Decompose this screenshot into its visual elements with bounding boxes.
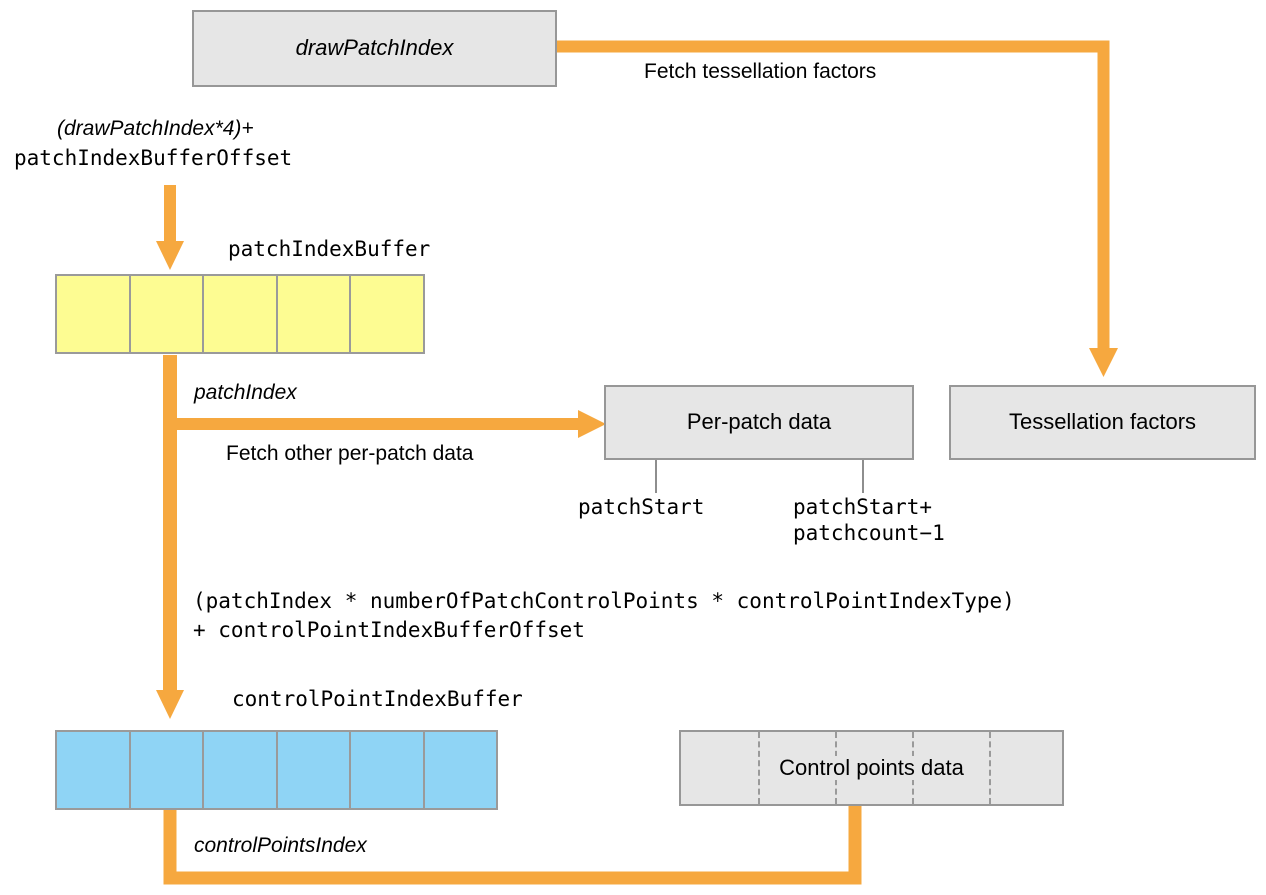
- patch-start-label: patchStart: [578, 495, 705, 519]
- patch-index-buffer-cell: [351, 276, 423, 352]
- control-point-offset-line2: + controlPointIndexBufferOffset: [193, 618, 585, 642]
- control-point-index-buffer: [55, 730, 498, 810]
- tessellation-factors-box: Tessellation factors: [949, 385, 1256, 460]
- control-point-index-buffer-title: controlPointIndexBuffer: [232, 687, 523, 711]
- patch-end-tick: [862, 460, 864, 493]
- patch-index-buffer-cell: [277, 276, 352, 352]
- connector-patch-index-trunk: [156, 355, 184, 719]
- control-points-data-box: Control points data: [679, 730, 1064, 806]
- control-points-data-label: Control points data: [775, 755, 968, 781]
- connector-fetch-tessellation-factors: [557, 40, 1118, 377]
- draw-patch-index-label: drawPatchIndex: [295, 35, 454, 61]
- patch-index-buffer-cell: [130, 276, 205, 352]
- connector-fetch-other-per-patch-data: [170, 410, 606, 438]
- control-points-index-label: controlPointsIndex: [194, 834, 367, 857]
- control-point-index-buffer-cell: [277, 732, 351, 808]
- patch-start-tick: [655, 460, 657, 493]
- fetch-other-per-patch-data-label: Fetch other per-patch data: [226, 442, 474, 465]
- draw-patch-index-box: drawPatchIndex: [192, 10, 557, 87]
- patch-end-label-line1: patchStart+: [793, 495, 933, 519]
- patch-index-buffer-title: patchIndexBuffer: [228, 237, 431, 261]
- patch-index-buffer-offset-line2: patchIndexBufferOffset: [14, 146, 293, 170]
- control-point-index-buffer-cell: [351, 732, 425, 808]
- control-point-index-buffer-cell: [204, 732, 278, 808]
- control-point-offset-line1: (patchIndex * numberOfPatchControlPoints…: [193, 589, 1015, 613]
- patch-index-buffer: [55, 274, 425, 354]
- patch-index-label: patchIndex: [194, 381, 297, 404]
- patch-index-buffer-cell: [204, 276, 278, 352]
- draw-patch-index-offset-line1: (drawPatchIndex*4)+: [57, 117, 254, 140]
- control-points-data-divider: [989, 732, 991, 804]
- per-patch-data-label: Per-patch data: [686, 409, 832, 435]
- patch-index-buffer-cell: [57, 276, 131, 352]
- control-point-index-buffer-cell: [57, 732, 131, 808]
- connector-patch-index-buffer-offset: [156, 185, 184, 270]
- control-point-index-buffer-cell: [424, 732, 496, 808]
- control-point-index-buffer-cell: [130, 732, 204, 808]
- control-points-data-divider: [758, 732, 760, 804]
- per-patch-data-box: Per-patch data: [604, 385, 914, 460]
- patch-end-label-line2: patchcount−1: [793, 521, 945, 545]
- tessellation-factors-label: Tessellation factors: [1008, 409, 1197, 435]
- fetch-tessellation-factors-label: Fetch tessellation factors: [644, 60, 877, 83]
